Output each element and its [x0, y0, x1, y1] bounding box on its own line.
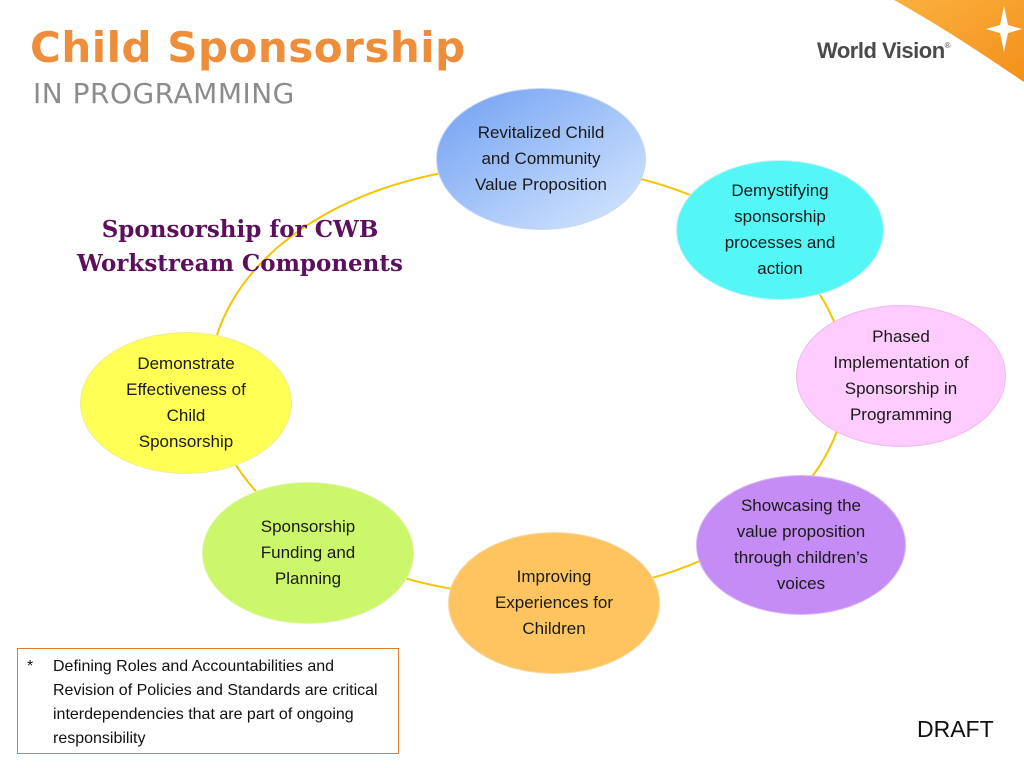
registered-mark: ® — [944, 41, 951, 50]
diagram-title-line-1: Sponsorship for CWB — [101, 216, 379, 243]
interdependency-note: * Defining Roles and Accountabilities an… — [17, 648, 399, 754]
node-line: Funding and — [260, 543, 356, 562]
draft-label: DRAFT — [917, 716, 994, 742]
world-vision-logo: World Vision® — [817, 38, 951, 64]
node-line: and Community — [481, 149, 601, 168]
node-line: Sponsorship — [138, 432, 234, 451]
node-line: voices — [776, 574, 826, 593]
node-line: Value Proposition — [475, 175, 607, 194]
node-line: action — [757, 259, 803, 278]
node-line: Showcasing the — [740, 496, 861, 515]
node-demonstrate-effectiveness: Demonstrate Effectiveness of Child Spons… — [80, 332, 292, 474]
node-line: Children — [522, 619, 586, 638]
node-line: through children’s — [734, 548, 868, 567]
node-line: Implementation of — [833, 353, 969, 372]
note-marker: * — [27, 658, 34, 675]
slide-subtitle: IN PROGRAMMING — [33, 77, 295, 110]
diagram-title: Sponsorship for CWB Workstream Component… — [40, 213, 440, 281]
node-line: Improving — [516, 567, 592, 586]
corner-star-decoration — [894, 0, 1024, 82]
slide-title: Child Sponsorship — [30, 23, 466, 72]
note-text: Defining Roles and Accountabilities and … — [53, 658, 378, 747]
node-line: Planning — [274, 569, 342, 588]
node-line: Demonstrate — [137, 354, 235, 373]
node-line: Child — [166, 406, 206, 425]
node-line: Sponsorship in — [844, 379, 958, 398]
node-funding-and-planning: Sponsorship Funding and Planning — [202, 482, 414, 624]
logo-text: World Vision — [817, 38, 945, 63]
node-line: Demystifying — [731, 181, 829, 200]
node-line: Experiences for — [494, 593, 614, 612]
node-line: Effectiveness of — [126, 380, 246, 399]
node-phased-implementation: Phased Implementation of Sponsorship in … — [796, 305, 1006, 447]
node-line: Sponsorship — [260, 517, 356, 536]
node-showcasing-children-voices: Showcasing the value proposition through… — [696, 475, 906, 615]
node-line: value proposition — [736, 522, 866, 541]
node-line: sponsorship — [734, 207, 826, 226]
node-line: Revitalized Child — [477, 123, 605, 142]
node-line: Phased — [872, 327, 930, 346]
diagram-title-line-2: Workstream Components — [77, 250, 403, 277]
node-demystifying-processes: Demystifying sponsorship processes and a… — [676, 160, 884, 300]
node-revitalized-value-proposition: Revitalized Child and Community Value Pr… — [436, 88, 646, 230]
node-line: processes and — [724, 233, 836, 252]
node-line: Programming — [849, 405, 953, 424]
node-improving-experiences: Improving Experiences for Children — [448, 532, 660, 674]
